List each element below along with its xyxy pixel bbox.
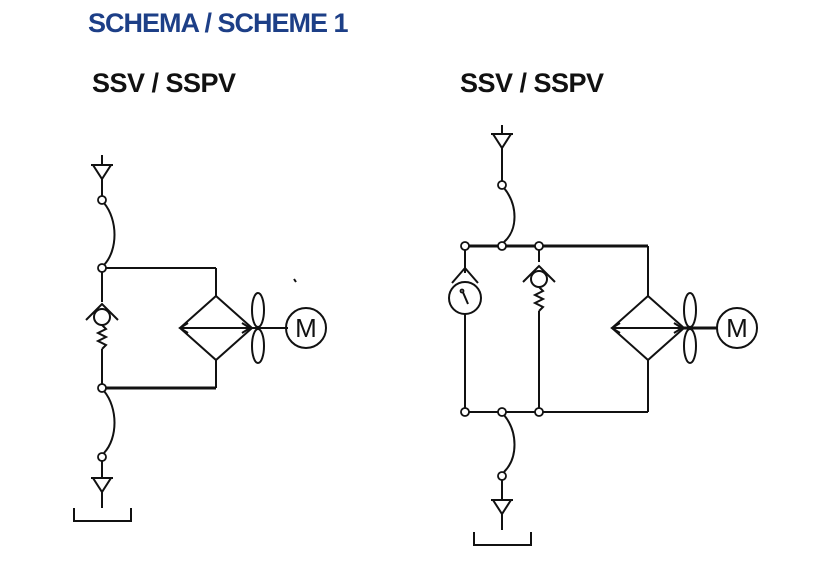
left-hose-bottom bbox=[103, 390, 116, 454]
right-node-top bbox=[497, 180, 507, 190]
left-mark bbox=[293, 278, 297, 283]
right-check-valve bbox=[522, 264, 556, 312]
left-fan-symbol bbox=[251, 292, 288, 364]
right-schematic: M bbox=[448, 125, 758, 546]
left-node-lower bbox=[97, 383, 107, 393]
right-node-bottom bbox=[497, 471, 507, 481]
diagram-left-label: SSV / SSPV bbox=[92, 68, 236, 98]
left-motor-symbol: M bbox=[285, 307, 327, 349]
right-inlet-symbol bbox=[491, 125, 513, 181]
left-hose-top bbox=[103, 202, 116, 266]
right-node-upper-left bbox=[460, 241, 470, 251]
left-inlet-symbol bbox=[91, 155, 113, 198]
right-node-lower-left bbox=[460, 407, 470, 417]
left-node-bottom bbox=[97, 452, 107, 462]
right-node-lower-mid bbox=[497, 407, 507, 417]
right-cooler-symbol bbox=[610, 294, 686, 362]
right-motor-label: M bbox=[726, 313, 748, 343]
right-node-lower-right bbox=[534, 407, 544, 417]
right-hose-top bbox=[503, 187, 516, 243]
left-node-upper bbox=[97, 263, 107, 273]
left-tank-symbol bbox=[73, 461, 132, 522]
left-motor-label: M bbox=[295, 313, 317, 343]
right-hose-bottom bbox=[503, 414, 516, 473]
right-node-upper-mid bbox=[497, 241, 507, 251]
left-cooler-symbol bbox=[178, 294, 254, 362]
left-node-top bbox=[97, 195, 107, 205]
left-check-valve bbox=[85, 302, 119, 350]
right-motor-symbol: M bbox=[716, 307, 758, 349]
right-node-upper-right bbox=[534, 241, 544, 251]
scheme-title: SCHEMA / SCHEME 1 bbox=[88, 8, 349, 38]
right-bypass-indicator bbox=[448, 266, 482, 315]
right-fan-symbol bbox=[683, 292, 718, 364]
right-tank-symbol bbox=[473, 480, 532, 546]
diagram-right-label: SSV / SSPV bbox=[460, 68, 604, 98]
left-schematic: M bbox=[73, 155, 327, 522]
